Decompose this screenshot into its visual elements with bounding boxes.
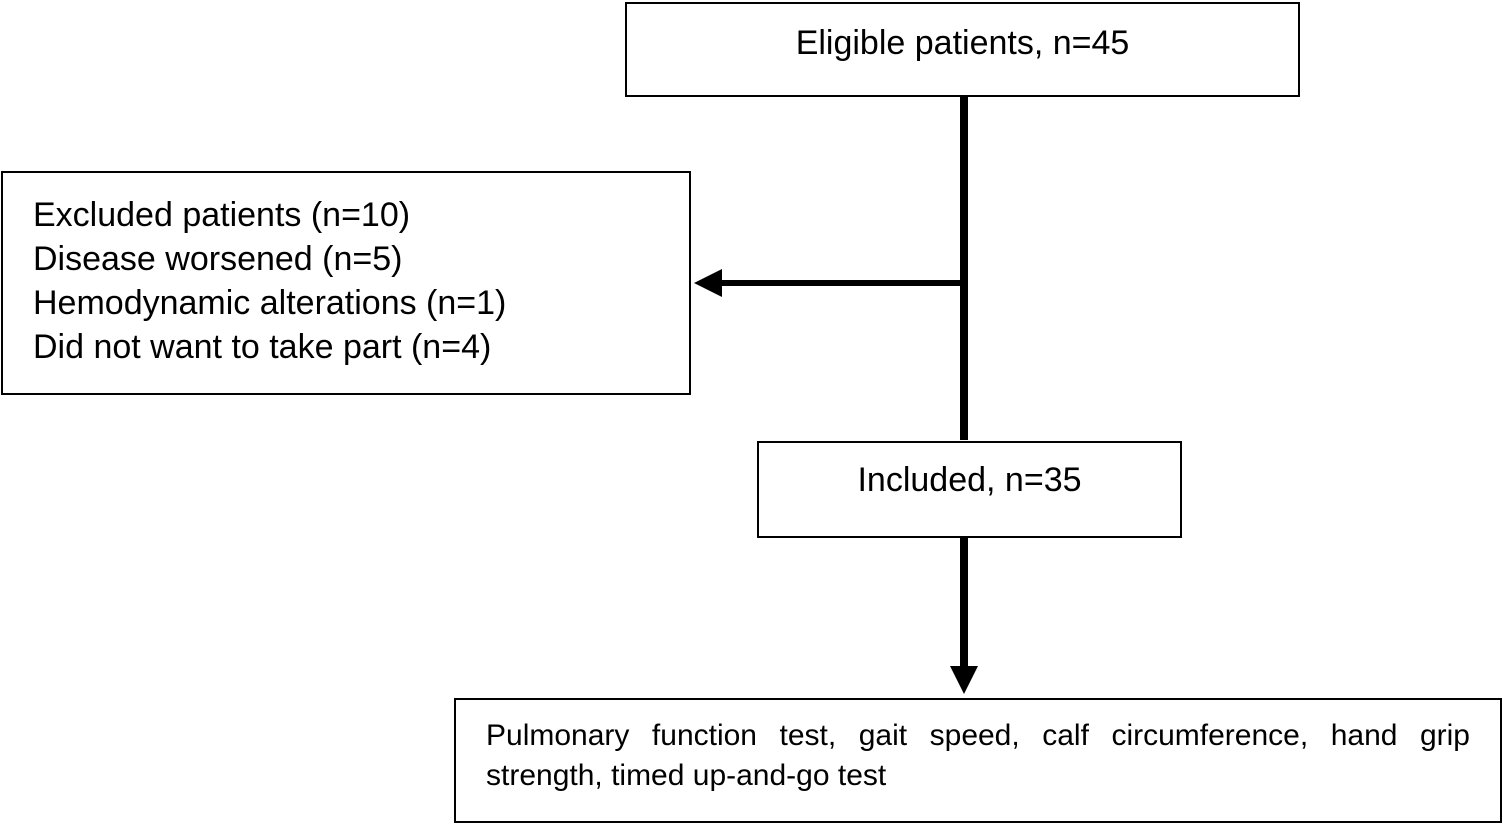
- outcomes-box: Pulmonary function test, gait speed, cal…: [454, 698, 1502, 823]
- eligible-patients-label: Eligible patients, n=45: [795, 24, 1130, 62]
- excluded-reason-line: Hemodynamic alterations (n=1): [33, 284, 507, 322]
- excluded-patients-box: Excluded patients (n=10) Disease worsene…: [1, 171, 691, 395]
- arrowhead-down: [950, 666, 978, 694]
- excluded-reason-line: Did not want to take part (n=4): [33, 328, 492, 366]
- excluded-total-line: Excluded patients (n=10): [33, 196, 411, 234]
- outcomes-label: Pulmonary function test, gait speed, cal…: [486, 719, 1470, 792]
- arrowhead-left: [694, 269, 722, 297]
- eligible-patients-box: Eligible patients, n=45: [625, 2, 1300, 97]
- included-patients-label: Included, n=35: [857, 461, 1082, 499]
- excluded-reason-line: Disease worsened (n=5): [33, 240, 403, 278]
- included-patients-box: Included, n=35: [757, 441, 1182, 538]
